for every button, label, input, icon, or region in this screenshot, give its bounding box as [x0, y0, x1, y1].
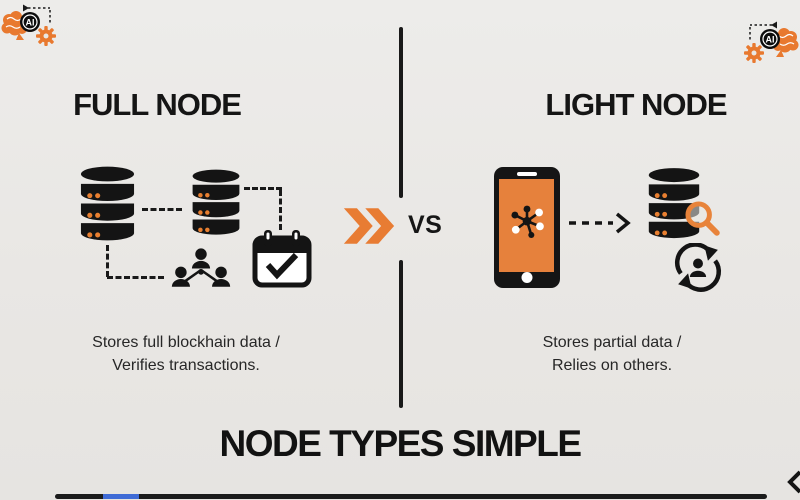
double-chevron-icon — [342, 206, 396, 246]
caption-line: Stores full blockhain data / — [92, 334, 280, 351]
phone-speaker — [517, 172, 537, 176]
gear-icon — [36, 26, 56, 46]
light-node-title: LIGHT NODE — [545, 87, 727, 122]
small-arrow-icon — [771, 21, 777, 29]
graph-network-icon — [508, 201, 546, 243]
smartphone-icon — [494, 167, 560, 288]
light-node-caption: Stores partial data / Relies on others. — [462, 331, 762, 377]
search-icon — [683, 199, 721, 237]
dashed-frame — [749, 24, 772, 42]
full-node-title: FULL NODE — [73, 87, 242, 122]
dashed-connector — [244, 187, 282, 190]
edge-chevron-icon — [787, 469, 800, 495]
footer-title: NODE TYPES SIMPLE — [219, 423, 582, 464]
progress-segment — [103, 494, 139, 499]
caption-line: Verifies transactions. — [112, 357, 260, 374]
full-node-caption: Stores full blockhain data / Verifies tr… — [36, 331, 336, 377]
gear-icon — [744, 43, 764, 63]
ai-motif-top-right: AI — [740, 17, 800, 67]
brain-gyri — [5, 16, 22, 29]
vertical-divider-top — [399, 27, 403, 198]
caption-line: Relies on others. — [551, 357, 673, 374]
caption-line: Stores partial data / — [542, 334, 682, 351]
database-icon — [190, 169, 242, 237]
progress-bar — [55, 494, 767, 499]
dashed-arrow-icon — [567, 209, 631, 237]
ai-motif-top-left: AI — [0, 0, 60, 50]
phone-screen — [499, 179, 554, 272]
peer-network-icon — [168, 247, 234, 291]
user-sync-icon — [670, 243, 726, 293]
dashed-frame — [28, 7, 51, 25]
dashed-connector — [106, 245, 109, 277]
vertical-divider-bottom — [399, 260, 403, 408]
vs-label: VS — [408, 211, 443, 239]
calendar-check-icon — [252, 230, 312, 288]
dashed-connector — [279, 190, 282, 230]
ai-badge: AI — [20, 12, 40, 32]
brain-gyri — [778, 33, 795, 46]
small-arrow-icon — [23, 4, 29, 12]
svg-text:AI: AI — [766, 35, 775, 45]
svg-text:AI: AI — [26, 18, 35, 28]
database-icon — [78, 165, 137, 244]
dashed-connector — [107, 276, 164, 279]
dashed-connector — [142, 208, 182, 211]
phone-home-button — [521, 272, 533, 283]
